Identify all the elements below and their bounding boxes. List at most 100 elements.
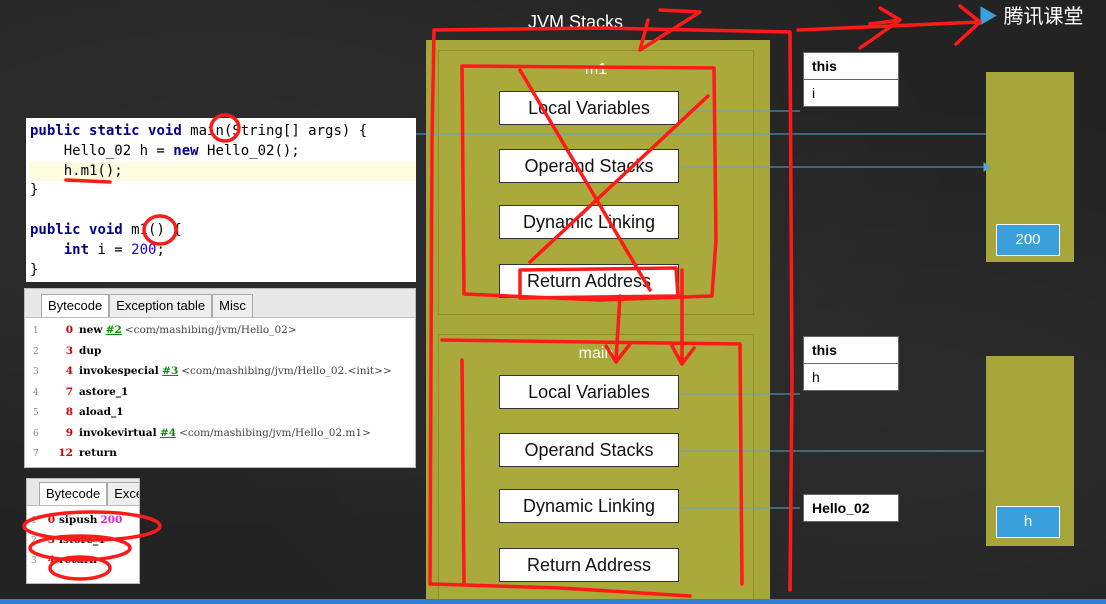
bytecode-offset: 7 bbox=[65, 385, 73, 398]
dynamic-linking-slot: Dynamic Linking bbox=[499, 489, 679, 523]
bytecode-argument: 200 bbox=[100, 514, 123, 526]
line-number: 2 bbox=[33, 346, 39, 357]
tab-exception-table[interactable]: Exce bbox=[107, 482, 139, 505]
frame-main: main Local Variables Operand Stacks Dyna… bbox=[438, 334, 754, 604]
annotation-circle bbox=[48, 555, 112, 581]
heap-value: h bbox=[996, 506, 1060, 538]
progress-bar[interactable] bbox=[0, 599, 1106, 604]
bytecode-opcode: invokevirtual bbox=[79, 426, 157, 439]
bytecode-comment: <com/mashibing/jvm/Hello_02.m1> bbox=[179, 426, 371, 439]
local-variables-slot: Local Variables bbox=[499, 91, 679, 125]
annotation-circle bbox=[28, 534, 132, 562]
bytecode-opcode: invokespecial bbox=[79, 365, 159, 377]
heap-object-hello: 200 bbox=[986, 72, 1074, 262]
bytecode-opcode: return bbox=[79, 447, 117, 459]
bytecode-offset: 9 bbox=[65, 426, 73, 439]
annotation-circle bbox=[142, 214, 178, 246]
line-number: 3 bbox=[33, 367, 39, 377]
code-line: public void m1() { bbox=[30, 221, 182, 238]
constant-pool-ref: #4 bbox=[159, 426, 177, 439]
bytecode-opcode: sipush bbox=[59, 514, 98, 526]
bytecode-offset: 0 bbox=[65, 324, 73, 336]
annotation-stroke bbox=[604, 294, 632, 364]
annotation-stroke bbox=[670, 268, 696, 366]
code-line: public static void main(String[] args) { bbox=[30, 123, 368, 139]
annotation-stroke bbox=[638, 8, 702, 52]
line-number: 1 bbox=[31, 516, 37, 526]
bytecode-panel-m1: Bytecode Exce 10sipush20023istore_134ret… bbox=[26, 478, 140, 584]
tencent-classroom-logo: ▶ 腾讯课堂 bbox=[978, 0, 1084, 29]
table-header: this bbox=[804, 337, 898, 364]
code-line: Hello_02 h = new Hello_02(); bbox=[30, 142, 300, 159]
line-number: 4 bbox=[33, 387, 39, 398]
annotation-circle bbox=[22, 510, 162, 542]
annotation-stroke bbox=[518, 266, 680, 300]
operand-stacks-slot: Operand Stacks bbox=[499, 433, 679, 467]
bytecode-row[interactable]: 2 3 dup bbox=[25, 341, 415, 362]
bytecode-offset: 4 bbox=[65, 365, 73, 377]
bytecode-row[interactable]: 6 9 invokevirtual #4<com/mashibing/jvm/Hel… bbox=[25, 423, 415, 444]
operand-stacks-slot: Operand Stacks bbox=[499, 149, 679, 183]
table-cell: h bbox=[812, 369, 820, 385]
annotation-stroke bbox=[858, 6, 902, 50]
bytecode-offset: 3 bbox=[65, 344, 73, 357]
annotation-stroke bbox=[428, 28, 692, 598]
bytecode-offset: 8 bbox=[65, 406, 73, 418]
annotation-stroke bbox=[432, 26, 794, 592]
red-annotations bbox=[22, 4, 982, 598]
bytecode-offset: 3 bbox=[47, 534, 55, 546]
line-number: 2 bbox=[31, 536, 37, 546]
annotation-stroke bbox=[796, 4, 982, 46]
bytecode-tabs: Bytecode Exce bbox=[27, 479, 139, 506]
code-line: h.m1(); bbox=[30, 161, 416, 182]
bytecode-opcode: aload_1 bbox=[79, 406, 124, 418]
dynamic-linking-table: Hello_02 bbox=[803, 494, 899, 522]
tab-exception-table[interactable]: Exception table bbox=[109, 294, 213, 317]
annotation-stroke bbox=[528, 94, 710, 264]
java-source-panel: public static void main(String[] args) {… bbox=[26, 118, 416, 282]
bytecode-opcode: astore_1 bbox=[79, 385, 129, 398]
bytecode-row[interactable]: 5 8 aload_1 bbox=[25, 402, 415, 423]
line-number: 7 bbox=[33, 449, 39, 459]
arrowhead bbox=[983, 162, 991, 172]
bytecode-row[interactable]: 7 12 return bbox=[25, 443, 415, 464]
play-icon: ▶ bbox=[978, 6, 998, 28]
bytecode-row[interactable]: 3 4 invokespecial #3<com/mashibing/jvm/Hel… bbox=[25, 361, 415, 382]
table-cell: i bbox=[812, 85, 816, 101]
annotation-stroke bbox=[518, 68, 652, 292]
heap-value: 200 bbox=[996, 224, 1060, 256]
constant-pool-ref: #3 bbox=[162, 365, 179, 377]
m1-local-variable-table: this i bbox=[803, 52, 899, 107]
annotation-stroke bbox=[460, 64, 718, 302]
bytecode-offset: 12 bbox=[58, 447, 73, 459]
bytecode-row[interactable]: 4 7 astore_1 bbox=[25, 382, 415, 403]
bytecode-opcode: dup bbox=[79, 344, 102, 357]
dynamic-linking-slot: Dynamic Linking bbox=[499, 205, 679, 239]
bytecode-comment: <com/mashibing/jvm/Hello_02.<init>> bbox=[181, 365, 392, 377]
logo-text: 腾讯课堂 bbox=[1003, 6, 1084, 28]
table-header: this bbox=[804, 53, 898, 80]
annotation-circle bbox=[209, 113, 241, 143]
frame-name: m1 bbox=[584, 61, 608, 78]
table-header: Hello_02 bbox=[812, 500, 870, 516]
tab-misc[interactable]: Misc bbox=[212, 294, 253, 317]
code-line: int i = 200; bbox=[63, 241, 165, 258]
main-local-variable-table: this h bbox=[803, 336, 899, 391]
code-line: } bbox=[30, 182, 39, 199]
return-address-slot: Return Address bbox=[499, 548, 679, 582]
bytecode-offset: 0 bbox=[47, 514, 55, 526]
line-number: 5 bbox=[33, 408, 39, 418]
tab-bytecode[interactable]: Bytecode bbox=[39, 482, 108, 505]
line-number: 6 bbox=[33, 428, 39, 439]
line-number: 3 bbox=[31, 556, 37, 566]
heap-object-main: h bbox=[986, 356, 1074, 546]
bytecode-offset: 4 bbox=[47, 554, 55, 566]
tab-bytecode[interactable]: Bytecode bbox=[41, 294, 110, 317]
annotation-stroke bbox=[440, 338, 744, 586]
local-variables-slot: Local Variables bbox=[499, 375, 679, 409]
